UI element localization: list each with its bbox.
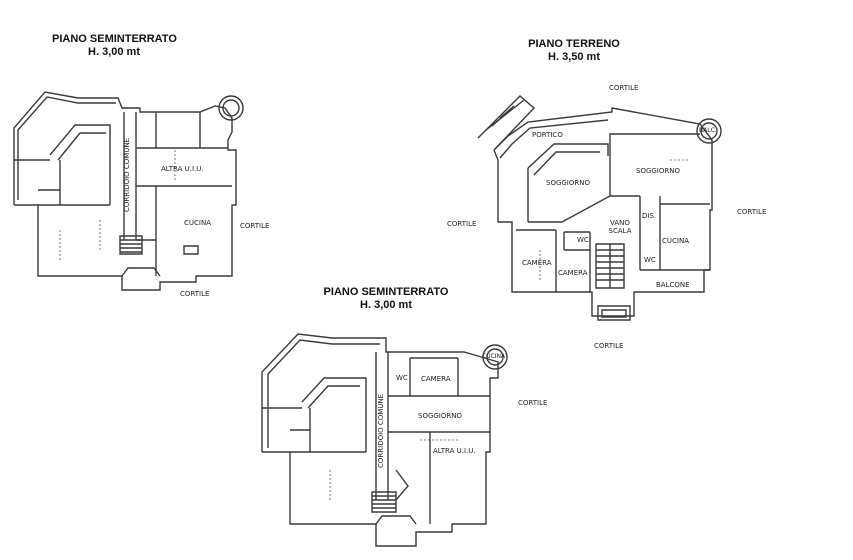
room-label-altra-uiu: ALTRA U.I.U. xyxy=(161,165,204,173)
room-label-camera-bottom: CAMERA xyxy=(421,375,451,383)
room-label-balc: BALC. xyxy=(699,127,717,134)
room-label-corridoio-comune: CORRIDOIO COMUNE xyxy=(123,137,131,212)
label-cortile-bottom-plan: CORTILE xyxy=(518,399,548,407)
plan-top-right-height: H. 3,50 mt xyxy=(548,51,600,63)
room-label-soggiorno-right: SOGGIORNO xyxy=(636,167,680,175)
room-label-soggiorno-bottom: SOGGIORNO xyxy=(418,412,462,420)
room-label-vano: VANO xyxy=(610,219,630,227)
room-label-cucina-tower: CUCINA xyxy=(482,353,506,360)
room-label-scala: SCALA xyxy=(608,227,632,235)
label-cortile-left: CORTILE xyxy=(447,220,477,228)
room-label-vano-scala: VANO SCALA xyxy=(608,219,632,235)
label-cortile-top: CORTILE xyxy=(609,84,639,92)
room-label-altra-uiu-bottom: ALTRA U.I.U. xyxy=(433,447,476,455)
plan-top-right-title: PIANO TERRENO H. 3,50 mt xyxy=(526,38,622,64)
plan-bottom-height: H. 3,00 mt xyxy=(360,299,412,311)
label-cortile-right: CORTILE xyxy=(240,222,270,230)
room-label-corridoio-bottom: CORRIDOIO COMUNE xyxy=(377,393,385,468)
room-label-portico: PORTICO xyxy=(532,131,563,139)
label-cortile-bottom: CORTILE xyxy=(180,290,210,298)
room-label-dis: DIS. xyxy=(642,212,657,220)
plan-top-left-name: PIANO SEMINTERRATO xyxy=(52,33,177,45)
label-cortile-right-2: CORTILE xyxy=(737,208,767,216)
room-label-wc-bottom: WC xyxy=(396,374,408,382)
plan-top-left-title: PIANO SEMINTERRATO H. 3,00 mt xyxy=(52,33,177,59)
room-label-cucina-terreno: CUCINA xyxy=(662,237,689,245)
room-label-camera-left: CAMERA xyxy=(522,259,552,267)
plan-top-right-name: PIANO TERRENO xyxy=(528,38,620,50)
plan-bottom-name: PIANO SEMINTERRATO xyxy=(323,286,449,298)
room-label-balcone: BALCONE xyxy=(656,281,690,289)
plan-top-right-walls xyxy=(478,96,721,320)
room-label-wc-right: WC xyxy=(644,256,656,264)
plan-top-left-walls xyxy=(14,92,243,290)
plan-top-left-height: H. 3,00 mt xyxy=(88,46,140,58)
room-label-camera-mid: CAMERA xyxy=(558,269,588,277)
room-label-wc-left: WC xyxy=(577,236,589,244)
plan-bottom-title: PIANO SEMINTERRATO H. 3,00 mt xyxy=(322,286,450,312)
plan-bottom-walls xyxy=(262,334,507,546)
room-label-cucina: CUCINA xyxy=(184,219,211,227)
label-cortile-bottom-2: CORTILE xyxy=(594,342,624,350)
room-label-soggiorno-left: SOGGIORNO xyxy=(546,179,590,187)
